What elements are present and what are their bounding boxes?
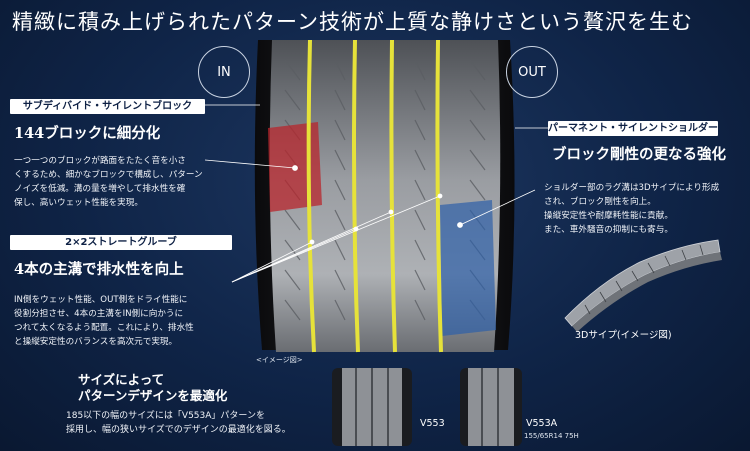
shoulder-pill: パーマネント・サイレントショルダー	[548, 121, 718, 136]
tire-v553-image	[332, 368, 412, 446]
size-body: 185以下の幅のサイズには「V553A」パターンを 採用し、幅の狭いサイズでのデ…	[66, 411, 291, 435]
tire-v553a-size: 155/65R14 75H	[524, 432, 579, 440]
subdivide-pill: サブディバイド・サイレントブロック	[10, 99, 205, 114]
straight-groove-pill: 2×2ストレートグルーブ	[10, 235, 232, 250]
shoulder-body: ショルダー部のラグ溝は3Dサイプにより形成 され、ブロック剛性を向上。 操縦安定…	[544, 183, 720, 235]
straight-groove-body: IN側をウェット性能、OUT側をドライ性能に 役割分担させ、4本の主溝をIN側に…	[14, 295, 194, 347]
tire-v553a-label: V553A	[526, 418, 558, 429]
headline: 精緻に積み上げられたパターン技術が上質な静けさという贅沢を生む	[12, 10, 693, 34]
3d-sipe-illustration	[564, 239, 722, 332]
size-heading: サイズによって パターンデザインを最適化	[78, 372, 228, 403]
subdivide-title: 144ブロックに細分化	[14, 125, 161, 142]
straight-groove-title: 4本の主溝で排水性を向上	[14, 261, 184, 278]
subdivide-body: 一つ一つのブロックが路面をたたく音を小さ くするため、細かなブロックで構成し、パ…	[14, 156, 203, 208]
main-grooves	[306, 39, 443, 353]
image-note: <イメージ図>	[256, 356, 303, 364]
out-side-marker: OUT	[506, 46, 558, 98]
tire-v553a-image	[460, 368, 522, 446]
sipe-label: 3Dサイプ(イメージ図)	[575, 330, 672, 341]
tire-v553-label: V553	[420, 418, 445, 429]
in-side-marker: IN	[198, 46, 250, 98]
blue-zone-highlight	[440, 200, 496, 336]
shoulder-title: ブロック剛性の更なる強化	[552, 146, 726, 163]
